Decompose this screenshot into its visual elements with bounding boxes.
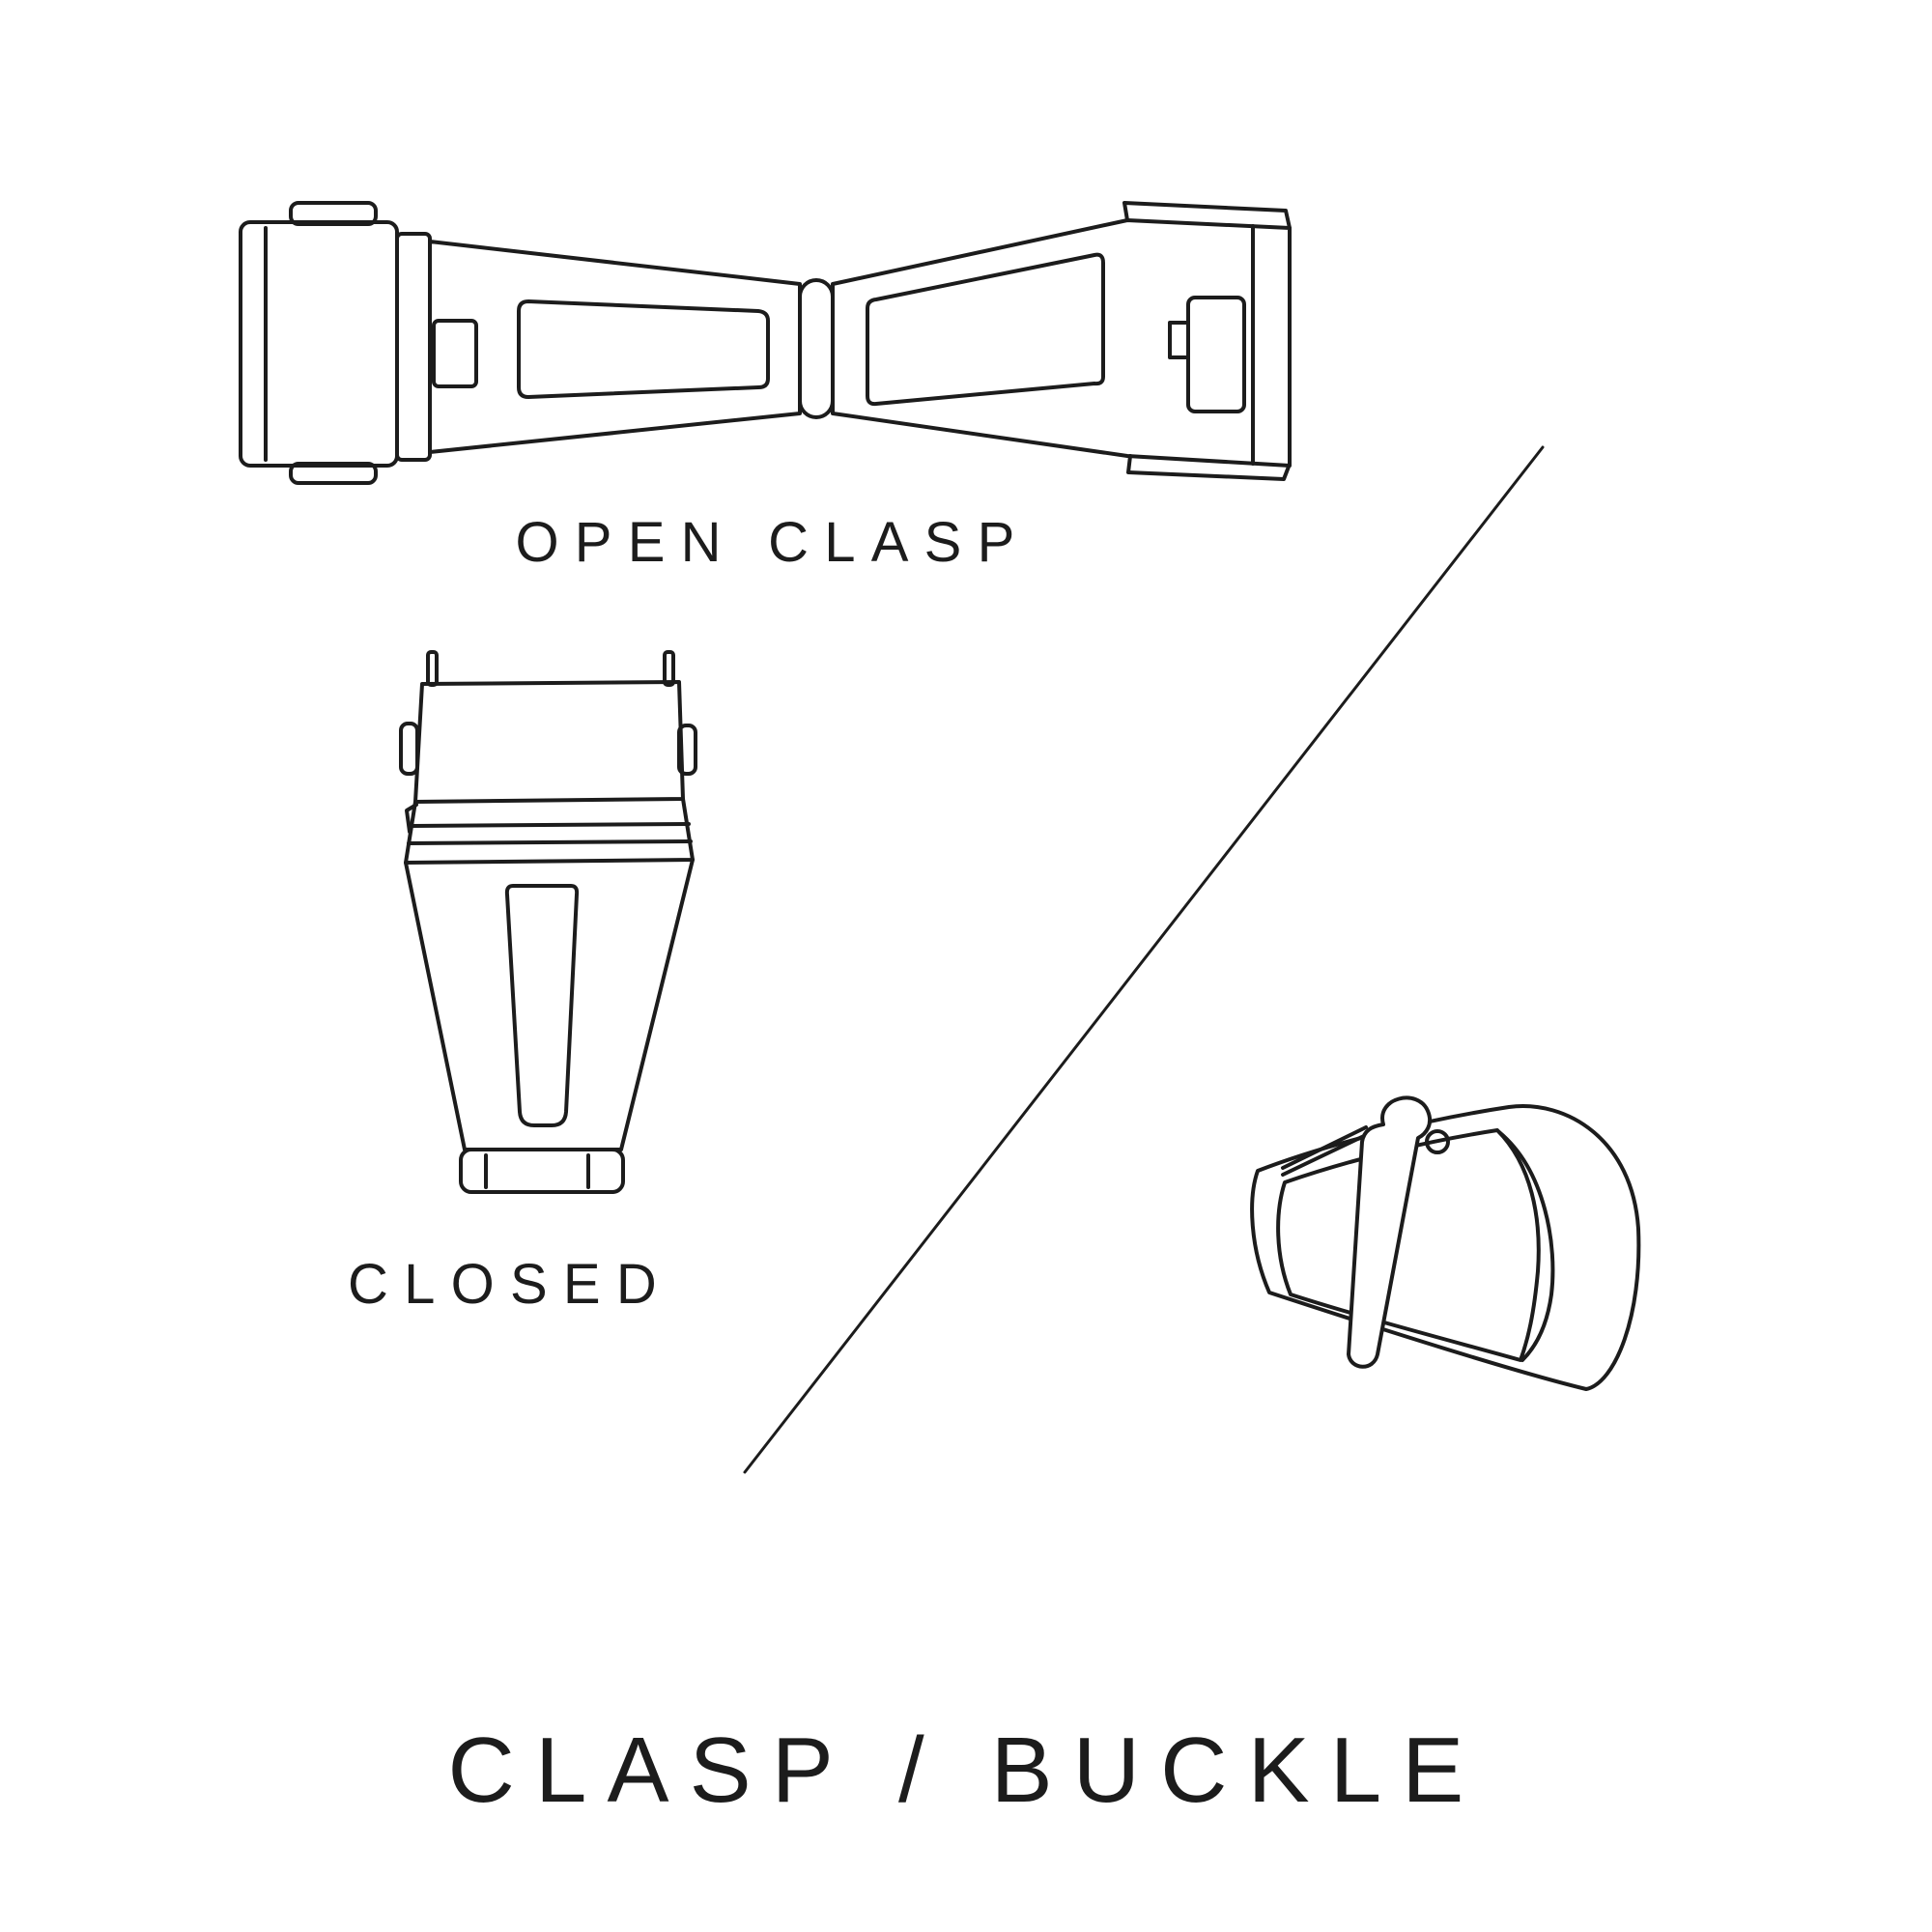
divider-line — [743, 445, 1545, 1474]
buckle-prong — [1347, 1095, 1433, 1369]
open-clasp-left-plate — [428, 240, 802, 454]
open-clasp-label: OPEN CLASP — [515, 511, 1031, 574]
buckle-illustration — [1250, 1095, 1641, 1391]
closed-clasp-top-cap — [399, 680, 697, 804]
buckle-prong-ring — [1425, 1129, 1450, 1154]
open-clasp-left-end-link — [239, 201, 432, 485]
closed-clasp-illustration — [399, 650, 697, 1194]
open-clasp-illustration — [239, 201, 1292, 485]
buckle-spring-bar — [1281, 1125, 1370, 1177]
open-clasp-catch — [1186, 296, 1246, 413]
closed-clasp-bottom-bar — [459, 1148, 625, 1194]
page-title: CLASP / BUCKLE — [447, 1719, 1485, 1822]
closed-clasp-prongs — [426, 650, 675, 687]
open-clasp-right-plate — [831, 201, 1292, 481]
closed-clasp-hinge-band — [404, 797, 695, 865]
closed-clasp-label: CLOSED — [348, 1253, 672, 1316]
closed-clasp-body — [404, 858, 695, 1151]
buckle-frame — [1250, 1104, 1641, 1391]
